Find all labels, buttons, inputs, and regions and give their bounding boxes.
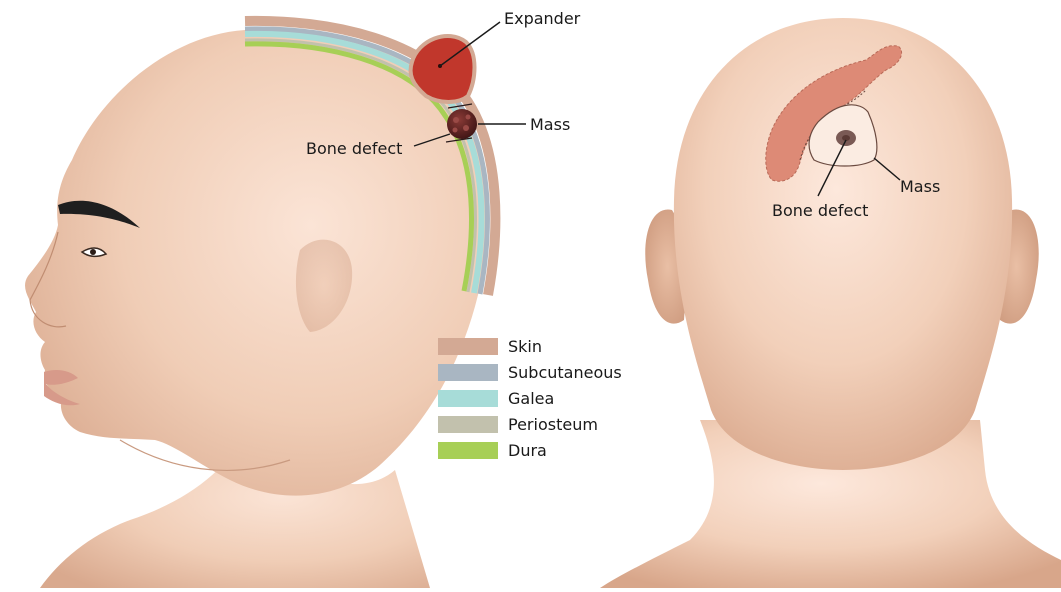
legend: Skin Subcutaneous Galea Periosteum Dura xyxy=(438,337,622,460)
legend-swatch-subcutaneous xyxy=(438,364,498,381)
legend-swatch-dura xyxy=(438,442,498,459)
legend-label-subcutaneous: Subcutaneous xyxy=(508,363,622,382)
mass-right-label: Mass xyxy=(900,177,940,196)
legend-swatch-galea xyxy=(438,390,498,407)
right-head-back: Bone defect Mass xyxy=(600,18,1061,588)
tissue-expander xyxy=(411,36,475,102)
bone-defect-right-label: Bone defect xyxy=(772,201,868,220)
bone-defect-left-label: Bone defect xyxy=(306,139,402,158)
legend-label-galea: Galea xyxy=(508,389,554,408)
legend-label-dura: Dura xyxy=(508,441,547,460)
legend-swatch-skin xyxy=(438,338,498,355)
mass-left-label: Mass xyxy=(530,115,570,134)
expander-label: Expander xyxy=(504,9,581,28)
left-head xyxy=(25,30,486,496)
legend-swatch-periosteum xyxy=(438,416,498,433)
left-head-profile: Expander Mass Bone defect Skin Subcutane… xyxy=(25,9,622,588)
legend-label-skin: Skin xyxy=(508,337,542,356)
legend-label-periosteum: Periosteum xyxy=(508,415,598,434)
